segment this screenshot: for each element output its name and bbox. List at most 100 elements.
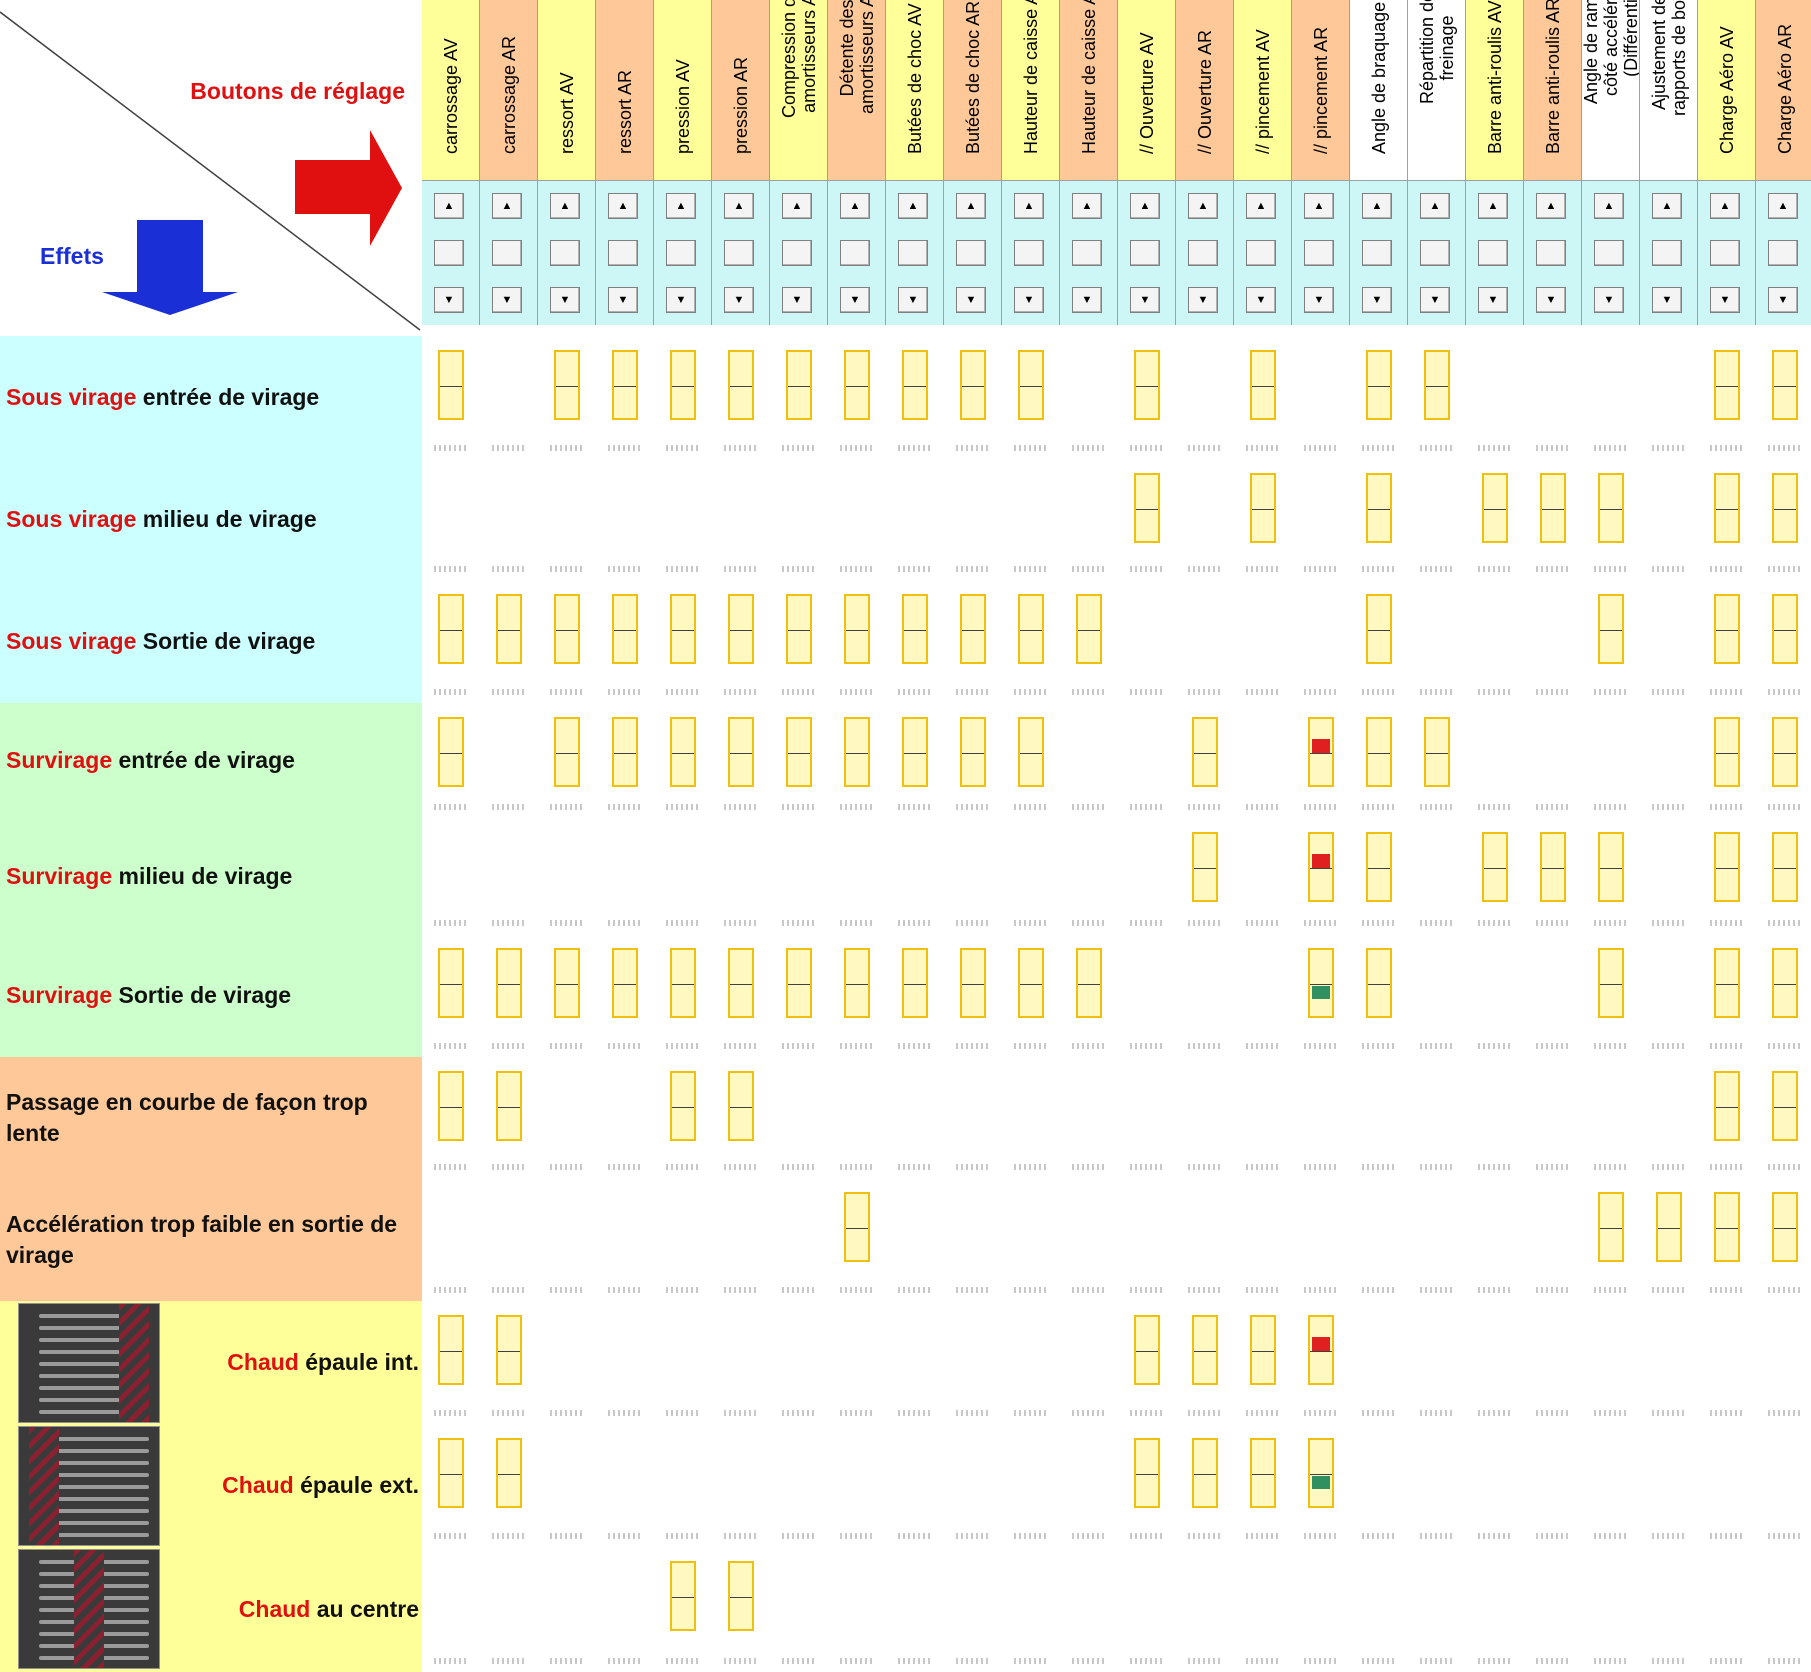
spinner-down-button[interactable]: ▼	[1130, 287, 1160, 313]
spinner-up-button[interactable]: ▲	[1072, 193, 1102, 219]
adjust-indicator[interactable]	[1772, 1192, 1798, 1262]
adjust-indicator[interactable]	[1076, 948, 1102, 1018]
adjust-indicator[interactable]	[960, 717, 986, 787]
spinner-up-button[interactable]: ▲	[1362, 193, 1392, 219]
spinner-thumb[interactable]	[898, 240, 928, 266]
adjust-indicator[interactable]	[1424, 717, 1450, 787]
adjust-indicator[interactable]	[496, 594, 522, 664]
adjust-indicator[interactable]	[1308, 1438, 1334, 1508]
spinner-thumb[interactable]	[492, 240, 522, 266]
adjust-spinner[interactable]: ▲▼	[1362, 193, 1392, 313]
adjust-indicator[interactable]	[554, 594, 580, 664]
adjust-indicator[interactable]	[902, 948, 928, 1018]
adjust-indicator[interactable]	[1772, 594, 1798, 664]
spinner-up-button[interactable]: ▲	[898, 193, 928, 219]
spinner-thumb[interactable]	[840, 240, 870, 266]
spinner-thumb[interactable]	[1072, 240, 1102, 266]
adjust-spinner[interactable]: ▲▼	[782, 193, 812, 313]
adjust-indicator[interactable]	[728, 1561, 754, 1631]
spinner-thumb[interactable]	[666, 240, 696, 266]
spinner-thumb[interactable]	[1710, 240, 1740, 266]
adjust-spinner[interactable]: ▲▼	[1188, 193, 1218, 313]
adjust-spinner[interactable]: ▲▼	[1710, 193, 1740, 313]
adjust-indicator[interactable]	[1424, 350, 1450, 420]
spinner-up-button[interactable]: ▲	[434, 193, 464, 219]
adjust-indicator[interactable]	[554, 948, 580, 1018]
adjust-indicator[interactable]	[1598, 473, 1624, 543]
adjust-indicator[interactable]	[728, 594, 754, 664]
adjust-indicator[interactable]	[496, 1315, 522, 1385]
adjust-indicator[interactable]	[554, 717, 580, 787]
spinner-down-button[interactable]: ▼	[608, 287, 638, 313]
adjust-indicator[interactable]	[496, 948, 522, 1018]
adjust-indicator[interactable]	[554, 350, 580, 420]
adjust-indicator[interactable]	[1018, 594, 1044, 664]
adjust-indicator[interactable]	[1366, 350, 1392, 420]
spinner-up-button[interactable]: ▲	[1478, 193, 1508, 219]
adjust-spinner[interactable]: ▲▼	[434, 193, 464, 313]
spinner-down-button[interactable]: ▼	[1420, 287, 1450, 313]
spinner-thumb[interactable]	[1188, 240, 1218, 266]
adjust-indicator[interactable]	[670, 717, 696, 787]
spinner-up-button[interactable]: ▲	[1594, 193, 1624, 219]
adjust-indicator[interactable]	[1656, 1192, 1682, 1262]
adjust-indicator[interactable]	[728, 350, 754, 420]
adjust-indicator[interactable]	[728, 948, 754, 1018]
adjust-indicator[interactable]	[1250, 1315, 1276, 1385]
spinner-thumb[interactable]	[1478, 240, 1508, 266]
spinner-up-button[interactable]: ▲	[550, 193, 580, 219]
adjust-spinner[interactable]: ▲▼	[1246, 193, 1276, 313]
adjust-spinner[interactable]: ▲▼	[1768, 193, 1798, 313]
adjust-indicator[interactable]	[1598, 832, 1624, 902]
adjust-indicator[interactable]	[612, 350, 638, 420]
spinner-up-button[interactable]: ▲	[1710, 193, 1740, 219]
adjust-indicator[interactable]	[1018, 350, 1044, 420]
spinner-up-button[interactable]: ▲	[724, 193, 754, 219]
adjust-indicator[interactable]	[1772, 948, 1798, 1018]
adjust-spinner[interactable]: ▲▼	[550, 193, 580, 313]
spinner-down-button[interactable]: ▼	[1536, 287, 1566, 313]
spinner-down-button[interactable]: ▼	[1188, 287, 1218, 313]
adjust-indicator[interactable]	[1714, 594, 1740, 664]
adjust-indicator[interactable]	[670, 1071, 696, 1141]
adjust-indicator[interactable]	[1772, 717, 1798, 787]
spinner-down-button[interactable]: ▼	[1652, 287, 1682, 313]
adjust-indicator[interactable]	[1714, 350, 1740, 420]
spinner-up-button[interactable]: ▲	[608, 193, 638, 219]
adjust-spinner[interactable]: ▲▼	[608, 193, 638, 313]
adjust-indicator[interactable]	[1134, 1438, 1160, 1508]
spinner-thumb[interactable]	[550, 240, 580, 266]
adjust-indicator[interactable]	[1018, 717, 1044, 787]
adjust-spinner[interactable]: ▲▼	[1014, 193, 1044, 313]
adjust-indicator[interactable]	[844, 948, 870, 1018]
adjust-spinner[interactable]: ▲▼	[1594, 193, 1624, 313]
spinner-up-button[interactable]: ▲	[1130, 193, 1160, 219]
adjust-indicator[interactable]	[670, 594, 696, 664]
spinner-down-button[interactable]: ▼	[1594, 287, 1624, 313]
spinner-thumb[interactable]	[1362, 240, 1392, 266]
adjust-indicator[interactable]	[612, 948, 638, 1018]
adjust-indicator[interactable]	[902, 717, 928, 787]
adjust-spinner[interactable]: ▲▼	[1478, 193, 1508, 313]
adjust-spinner[interactable]: ▲▼	[724, 193, 754, 313]
adjust-indicator[interactable]	[438, 1315, 464, 1385]
adjust-indicator[interactable]	[728, 1071, 754, 1141]
adjust-indicator[interactable]	[1366, 948, 1392, 1018]
spinner-down-button[interactable]: ▼	[1362, 287, 1392, 313]
adjust-indicator[interactable]	[1598, 1192, 1624, 1262]
adjust-spinner[interactable]: ▲▼	[1130, 193, 1160, 313]
spinner-down-button[interactable]: ▼	[956, 287, 986, 313]
spinner-down-button[interactable]: ▼	[492, 287, 522, 313]
spinner-thumb[interactable]	[782, 240, 812, 266]
adjust-indicator[interactable]	[1366, 717, 1392, 787]
adjust-indicator[interactable]	[902, 594, 928, 664]
adjust-indicator[interactable]	[1772, 350, 1798, 420]
adjust-spinner[interactable]: ▲▼	[1652, 193, 1682, 313]
spinner-thumb[interactable]	[1536, 240, 1566, 266]
adjust-indicator[interactable]	[438, 1071, 464, 1141]
adjust-indicator[interactable]	[1134, 350, 1160, 420]
adjust-indicator[interactable]	[786, 717, 812, 787]
adjust-indicator[interactable]	[1192, 1438, 1218, 1508]
adjust-indicator[interactable]	[438, 1438, 464, 1508]
adjust-spinner[interactable]: ▲▼	[840, 193, 870, 313]
